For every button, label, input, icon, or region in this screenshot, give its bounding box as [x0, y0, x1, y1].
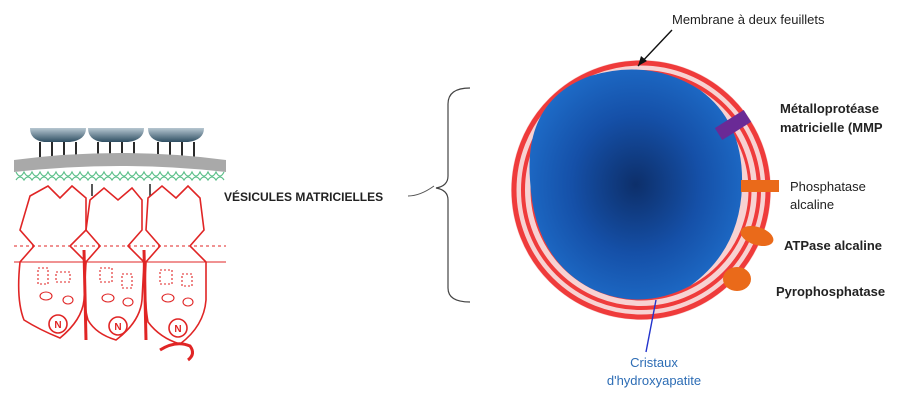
- mmp-label: Métalloprotéase matricielle (MMP: [780, 99, 883, 137]
- vesicle-brace: [435, 87, 471, 303]
- chondrocyte-cells: [14, 184, 226, 345]
- mmp-protein: [714, 110, 752, 140]
- chondrocyte-column-illustration: N N N: [14, 128, 226, 362]
- nucleus-label: N: [54, 320, 61, 331]
- nucleus-label: N: [114, 322, 121, 333]
- atpase-label: ATPase alcaline: [784, 238, 883, 253]
- membrane-pointer-arrowhead: [638, 56, 647, 66]
- proteoglycan-fringe: [15, 170, 225, 182]
- mmp-label-line2: matricielle (MMP: [780, 120, 883, 135]
- matrix-band: [14, 153, 226, 172]
- alkaline-phosphatase-protein: [741, 180, 779, 192]
- cell-organelles: [37, 249, 194, 341]
- cristaux-label: Cristaux d'hydroxyapatite: [584, 354, 724, 390]
- phosphatase-label-line2: alcaline: [790, 197, 835, 212]
- vesicle-connector-line: [407, 185, 435, 197]
- capillary-fragment: [159, 342, 195, 362]
- mmp-label-line1: Métalloprotéase: [780, 101, 879, 116]
- pyrophosphatase-protein: [723, 267, 751, 291]
- phosphatase-label-line1: Phosphatase: [790, 179, 866, 194]
- matrix-vesicle: [511, 60, 779, 320]
- crystal-pointer: [645, 299, 657, 353]
- pyrophosphatase-label: Pyrophosphatase: [776, 284, 886, 299]
- nucleus-label: N: [174, 324, 181, 335]
- phosphatase-label: Phosphatase alcaline: [790, 178, 866, 214]
- hydroxyapatite-crystal: [529, 69, 743, 300]
- membrane-label: Membrane à deux feuillets: [672, 12, 825, 27]
- vesicles-label: VÉSICULES MATRICIELLES: [224, 190, 384, 204]
- cristaux-label-line1: Cristaux: [630, 355, 678, 370]
- cell-nuclei: N N N: [48, 314, 188, 338]
- alkaline-atpase-protein: [740, 225, 774, 247]
- secretion-arrows: [91, 184, 151, 196]
- cristaux-label-line2: d'hydroxyapatite: [606, 373, 702, 388]
